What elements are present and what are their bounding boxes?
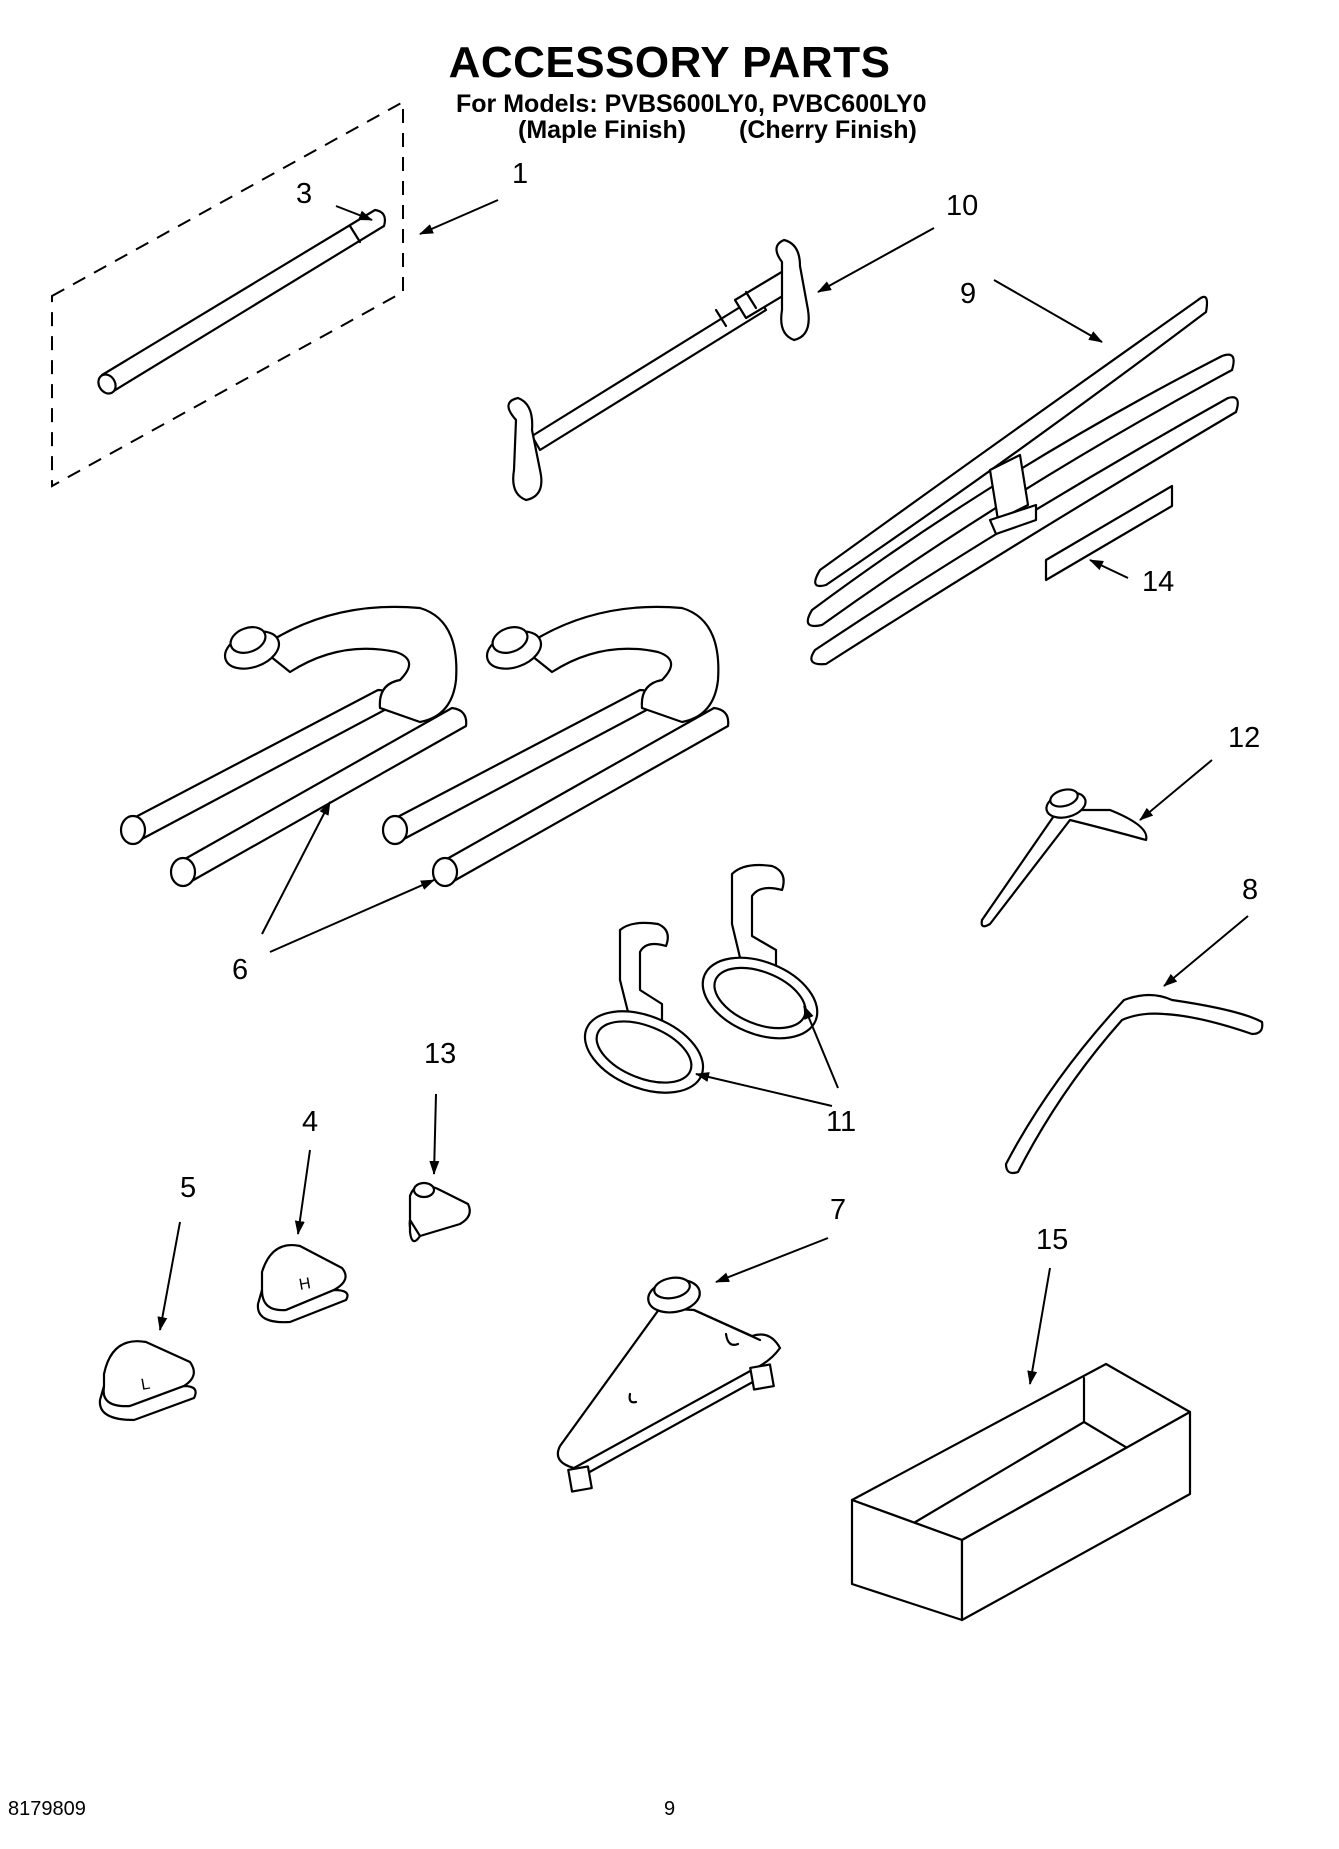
svg-text:H: H [298, 1275, 312, 1294]
callout-9: 9 [960, 278, 977, 310]
callout-8: 8 [1242, 874, 1259, 906]
part-6-shoe-rack-right [381, 605, 730, 888]
svg-text:L: L [140, 1376, 152, 1394]
callout-12: 12 [1228, 722, 1261, 754]
finish-maple-label: (Maple Finish) [518, 116, 687, 144]
callout-3: 3 [296, 178, 313, 210]
callout-4: 4 [302, 1106, 319, 1138]
finish-cherry-label: (Cherry Finish) [739, 116, 917, 144]
document-number: 8179809 [8, 1798, 86, 1820]
part-12-small-hanger [980, 788, 1148, 928]
callout-1: 1 [512, 158, 529, 190]
part-3-rod [97, 208, 387, 395]
part-11-hook-right [701, 863, 819, 1040]
callout-11: 11 [826, 1106, 857, 1138]
part-15-tray [850, 1362, 1192, 1622]
callout-7: 7 [830, 1194, 847, 1226]
part-8-hanger-bar [1004, 993, 1264, 1175]
part-14-strip [1044, 484, 1174, 582]
part-10-telescoping-bar [507, 238, 810, 502]
callout-6: 6 [232, 954, 249, 986]
page-title: ACCESSORY PARTS [448, 38, 891, 87]
part-1-rod-kit-box [51, 100, 404, 488]
part-5-foot-l: L [98, 1340, 197, 1422]
callout-13: 13 [424, 1038, 457, 1070]
part-4-foot-h: H [256, 1243, 349, 1324]
callout-10: 10 [946, 190, 979, 222]
part-11-hook-left [583, 921, 705, 1094]
callout-15: 15 [1036, 1224, 1069, 1256]
callout-14: 14 [1142, 566, 1175, 598]
callout-5: 5 [180, 1172, 197, 1204]
part-13-small-foot [408, 1181, 471, 1243]
part-7-hanger [556, 1276, 782, 1493]
page-number: 9 [664, 1798, 676, 1820]
part-9-side-rails [806, 295, 1239, 666]
models-line: For Models: PVBS600LY0, PVBC600LY0 [456, 90, 927, 118]
callout-arrows [157, 199, 1249, 1385]
part-6-shoe-rack-left [119, 605, 468, 888]
